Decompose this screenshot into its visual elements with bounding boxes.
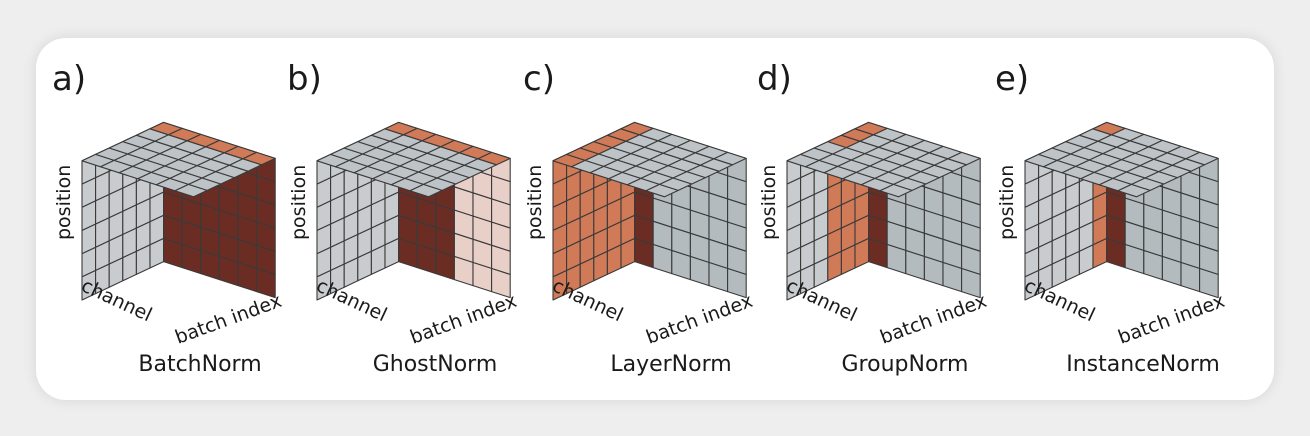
position-axis-label: position	[758, 165, 780, 240]
position-axis-label: position	[996, 165, 1018, 240]
position-axis-label: position	[524, 165, 546, 240]
norm-title: LayerNorm	[610, 352, 732, 377]
norm-title: BatchNorm	[138, 352, 262, 377]
cube-cell	[242, 151, 276, 166]
cube-cell	[477, 151, 511, 166]
batch-axis-label: batch index	[172, 290, 284, 349]
panel-letter: c)	[523, 59, 555, 99]
batch-axis-label: batch index	[1115, 290, 1227, 349]
batch-axis-label: batch index	[407, 290, 519, 349]
panel-letter: a)	[52, 59, 87, 99]
cube-cell	[713, 151, 747, 166]
cube-cell	[1185, 151, 1219, 166]
norm-title: GhostNorm	[372, 352, 498, 377]
position-axis-label: position	[288, 165, 310, 240]
panel-letter: b)	[287, 59, 322, 99]
cube-cell	[947, 151, 981, 166]
batch-axis-label: batch index	[643, 290, 755, 349]
panel-letter: e)	[995, 59, 1030, 99]
norm-title: InstanceNorm	[1066, 352, 1220, 377]
batch-axis-label: batch index	[877, 290, 989, 349]
position-axis-label: position	[53, 165, 75, 240]
norm-title: GroupNorm	[841, 352, 969, 377]
panel-letter: d)	[757, 59, 792, 99]
